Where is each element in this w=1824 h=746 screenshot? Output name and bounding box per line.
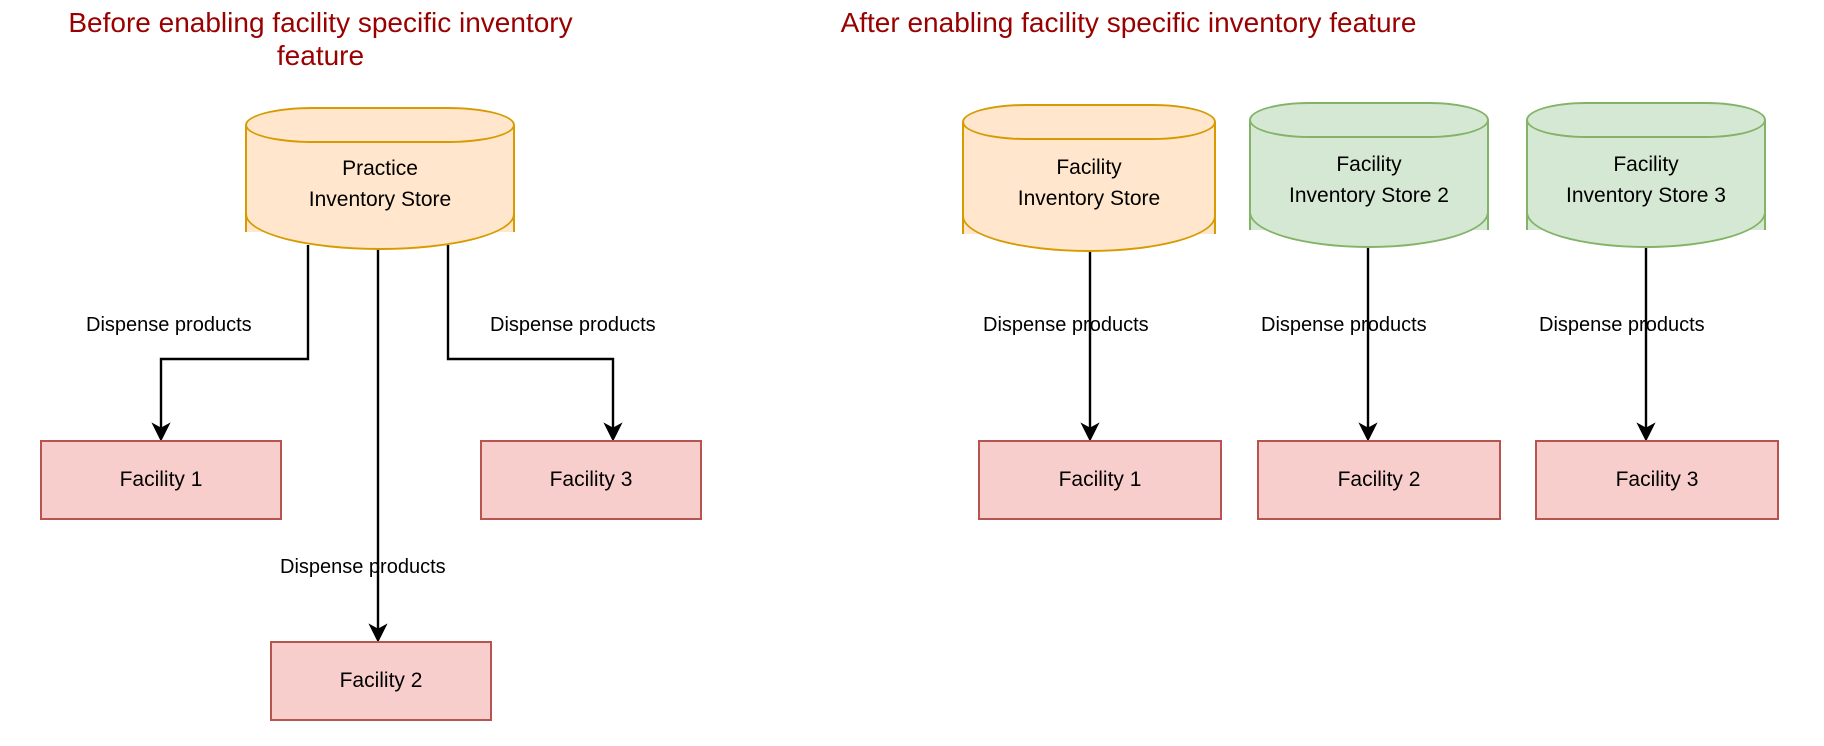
cylinder-bottom	[962, 216, 1216, 252]
facility-box-right-facility-2[interactable]: Facility 2	[1257, 440, 1501, 520]
edge-label-store-2-to-facility-2: Dispense products	[1261, 314, 1427, 336]
facility-label: Facility 3	[1615, 468, 1699, 491]
edge-label-practice-to-facility-1: Dispense products	[86, 314, 252, 336]
cylinder-practice-inventory-store[interactable]: Practice Inventory Store	[245, 107, 515, 250]
panel-title-after: After enabling facility specific invento…	[840, 7, 1417, 38]
cylinder-label: Practice Inventory Store	[308, 156, 452, 211]
cylinder-bottom	[1526, 212, 1766, 248]
facility-label: Facility 3	[549, 468, 633, 491]
cylinder-top	[245, 107, 515, 143]
facility-box-right-facility-3[interactable]: Facility 3	[1535, 440, 1779, 520]
cylinder-bottom	[245, 214, 515, 250]
facility-label: Facility 1	[119, 468, 203, 491]
cylinder-facility-inventory-store-3[interactable]: Facility Inventory Store 3	[1526, 102, 1766, 248]
cylinder-top	[1526, 102, 1766, 138]
facility-box-left-facility-3[interactable]: Facility 3	[480, 440, 702, 520]
cylinder-bottom	[1249, 212, 1489, 248]
cylinder-label: Facility Inventory Store 2	[1289, 152, 1449, 207]
facility-label: Facility 2	[1337, 468, 1421, 491]
facility-label: Facility 2	[339, 669, 423, 692]
facility-box-left-facility-1[interactable]: Facility 1	[40, 440, 282, 520]
cylinder-label: Facility Inventory Store	[1017, 155, 1161, 210]
edge-practice-to-facility-3	[446, 245, 623, 442]
edge-label-practice-to-facility-3: Dispense products	[490, 314, 656, 336]
edge-label-store-3-to-facility-3: Dispense products	[1539, 314, 1705, 336]
cylinder-facility-inventory-store-1[interactable]: Facility Inventory Store	[962, 104, 1216, 252]
facility-label: Facility 1	[1058, 468, 1142, 491]
facility-box-left-facility-2[interactable]: Facility 2	[270, 641, 492, 721]
cylinder-top	[962, 104, 1216, 140]
edge-practice-to-facility-1	[151, 245, 310, 442]
cylinder-label: Facility Inventory Store 3	[1566, 152, 1726, 207]
edge-label-store-1-to-facility-1: Dispense products	[983, 314, 1149, 336]
panel-title-before: Before enabling facility specific invent…	[68, 7, 573, 71]
cylinder-facility-inventory-store-2[interactable]: Facility Inventory Store 2	[1249, 102, 1489, 248]
edge-label-practice-to-facility-2: Dispense products	[280, 556, 446, 578]
cylinder-top	[1249, 102, 1489, 138]
facility-box-right-facility-1[interactable]: Facility 1	[978, 440, 1222, 520]
